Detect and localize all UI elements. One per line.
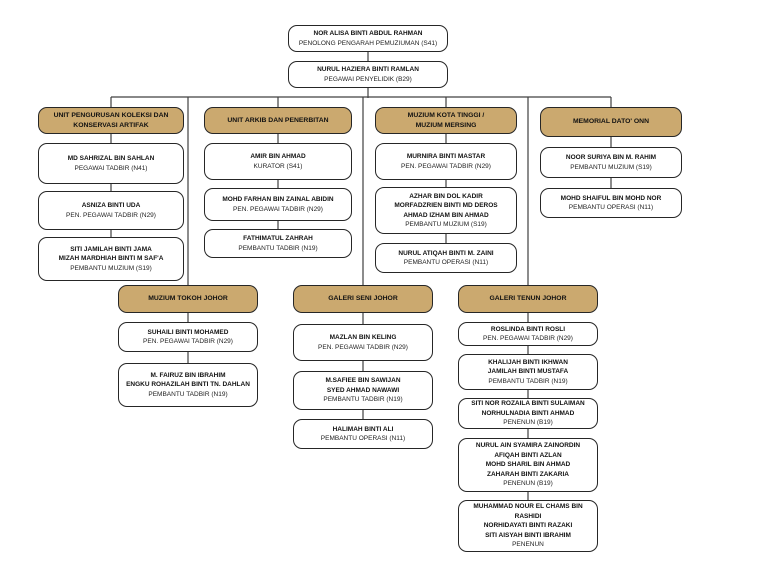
unit-title: UNIT ARKIB DAN PENERBITAN (227, 116, 329, 124)
staff-names: HALIMAH BINTI ALI (332, 425, 394, 433)
staff-role: PEMBANTU MUZIUM (S19) (70, 264, 152, 272)
staff-names: FATHIMATUL ZAHRAH (243, 235, 313, 242)
staff-box: M. FAIRUZ BIN IBRAHIM ENGKU ROHAZILAH BI… (118, 363, 258, 407)
staff-role: PENENUN (B19) (503, 419, 553, 427)
staff-box: NURUL AIN SYAMIRA ZAINORDIN AFIQAH BINTI… (458, 438, 598, 492)
staff-names: MOHD FARHAN BIN ZAINAL ABIDIN (222, 196, 334, 203)
unit-header-muzium-tokoh-johor: MUZIUM TOKOH JOHOR (118, 285, 258, 313)
staff-names: MUHAMMAD NOUR EL CHAMS BIN RASHIDI NORHI… (473, 503, 583, 539)
staff-role: PEMBANTU OPERASI (N11) (403, 259, 489, 266)
person-names: NURUL HAZIERA BINTI RAMLAN (317, 66, 419, 73)
unit-title: UNIT PENGURUSAN KOLEKSI DAN KONSERVASI A… (53, 112, 169, 129)
staff-names: ASNIZA BINTI UDA (81, 202, 141, 209)
staff-role: PEN. PEGAWAI TADBIR (N29) (233, 205, 323, 213)
staff-names: AZHAR BIN DOL KADIR MORFADZRIEN BINTI MD… (394, 192, 498, 219)
staff-box: NURUL ATIQAH BINTI M. ZAINI PEMBANTU OPE… (375, 243, 517, 273)
staff-box: ASNIZA BINTI UDA PEN. PEGAWAI TADBIR (N2… (38, 191, 184, 230)
unit-title: MUZIUM KOTA TINGGI / MUZIUM MERSING (407, 112, 485, 129)
unit-header-koleksi-konservasi: UNIT PENGURUSAN KOLEKSI DAN KONSERVASI A… (38, 107, 184, 134)
staff-box: ROSLINDA BINTI ROSLI PEN. PEGAWAI TADBIR… (458, 322, 598, 346)
staff-box: SUHAILI BINTI MOHAMED PEN. PEGAWAI TADBI… (118, 322, 258, 352)
staff-role: PEN. PEGAWAI TADBIR (N29) (401, 162, 491, 170)
staff-box: AMIR BIN AHMAD KURATOR (S41) (204, 143, 352, 180)
staff-box: AZHAR BIN DOL KADIR MORFADZRIEN BINTI MD… (375, 187, 517, 234)
person-role: PENOLONG PENGARAH PEMUZIUMAN (S41) (298, 39, 438, 47)
staff-role: PEMBANTU TADBIR (N19) (238, 244, 318, 252)
staff-role: PEMBANTU OPERASI (N11) (568, 204, 654, 211)
staff-box: SITI NOR ROZAILA BINTI SULAIMAN NORHULNA… (458, 398, 598, 429)
staff-names: SITI NOR ROZAILA BINTI SULAIMAN NORHULNA… (471, 400, 585, 417)
unit-header-galeri-seni-johor: GALERI SENI JOHOR (293, 285, 433, 313)
staff-names: SITI JAMILAH BINTI JAMA MIZAH MARDHIAH B… (58, 245, 164, 263)
unit-title: MUZIUM TOKOH JOHOR (148, 295, 228, 303)
unit-title: GALERI SENI JOHOR (328, 295, 398, 303)
staff-names: NURUL AIN SYAMIRA ZAINORDIN AFIQAH BINTI… (475, 442, 581, 478)
staff-role: KURATOR (S41) (253, 162, 303, 170)
staff-names: MURNIRA BINTI MASTAR (406, 153, 486, 160)
staff-role: PEN. PEGAWAI TADBIR (N29) (143, 338, 233, 345)
staff-role: PEMBANTU TADBIR (N19) (323, 396, 403, 404)
staff-box: MURNIRA BINTI MASTAR PEN. PEGAWAI TADBIR… (375, 143, 517, 180)
staff-names: SUHAILI BINTI MOHAMED (147, 328, 229, 336)
staff-box: KHALIJAH BINTI IKHWAN JAMILAH BINTI MUST… (458, 354, 598, 390)
staff-role: PEN. PEGAWAI TADBIR (N29) (66, 211, 156, 219)
staff-role: PEN. PEGAWAI TADBIR (N29) (318, 343, 408, 351)
staff-box: SITI JAMILAH BINTI JAMA MIZAH MARDHIAH B… (38, 237, 184, 281)
staff-box: NOOR SURIYA BIN M. RAHIM PEMBANTU MUZIUM… (540, 147, 682, 178)
staff-role: PEMBANTU OPERASI (N11) (320, 435, 406, 442)
staff-box: MD SAHRIZAL BIN SAHLAN PEGAWAI TADBIR (N… (38, 143, 184, 184)
staff-names: ROSLINDA BINTI ROSLI (490, 325, 566, 333)
staff-role: PEMBANTU MUZIUM (S19) (405, 221, 487, 228)
unit-title: GALERI TENUN JOHOR (489, 295, 567, 303)
staff-role: PENENUN (B19) (503, 480, 553, 488)
staff-box: MAZLAN BIN KELING PEN. PEGAWAI TADBIR (N… (293, 324, 433, 361)
person-names: NOR ALISA BINTI ABDUL RAHMAN (313, 30, 423, 37)
staff-box: FATHIMATUL ZAHRAH PEMBANTU TADBIR (N19) (204, 229, 352, 258)
staff-names: MAZLAN BIN KELING (329, 334, 397, 341)
unit-title: MEMORIAL DATO' ONN (572, 118, 649, 126)
unit-header-kota-tinggi-mersing: MUZIUM KOTA TINGGI / MUZIUM MERSING (375, 107, 517, 134)
unit-header-galeri-tenun-johor: GALERI TENUN JOHOR (458, 285, 598, 313)
staff-box: MOHD FARHAN BIN ZAINAL ABIDIN PEN. PEGAW… (204, 188, 352, 221)
staff-names: MOHD SHAIFUL BIN MOHD NOR (560, 194, 662, 202)
staff-box: M.SAFIEE BIN SAWIJAN SYED AHMAD NAWAWI P… (293, 371, 433, 410)
root-box: NOR ALISA BINTI ABDUL RAHMAN PENOLONG PE… (288, 25, 448, 52)
staff-names: M.SAFIEE BIN SAWIJAN SYED AHMAD NAWAWI (325, 377, 401, 394)
staff-box: MUHAMMAD NOUR EL CHAMS BIN RASHIDI NORHI… (458, 500, 598, 552)
staff-names: M. FAIRUZ BIN IBRAHIM ENGKU ROHAZILAH BI… (126, 371, 250, 389)
staff-names: NOOR SURIYA BIN M. RAHIM (565, 154, 657, 161)
person-role: PEGAWAI PENYELIDIK (B29) (324, 75, 412, 83)
staff-names: AMIR BIN AHMAD (250, 153, 306, 160)
unit-header-memorial-dato-onn: MEMORIAL DATO' ONN (540, 107, 682, 137)
staff-names: NURUL ATIQAH BINTI M. ZAINI (398, 249, 494, 257)
staff-box: HALIMAH BINTI ALI PEMBANTU OPERASI (N11) (293, 419, 433, 449)
staff-role: PEMBANTU TADBIR (N19) (148, 390, 228, 398)
staff-role: PEMBANTU MUZIUM (S19) (570, 163, 652, 171)
unit-header-arkib-penerbitan: UNIT ARKIB DAN PENERBITAN (204, 107, 352, 134)
staff-names: KHALIJAH BINTI IKHWAN JAMILAH BINTI MUST… (487, 358, 569, 376)
staff-box: MOHD SHAIFUL BIN MOHD NOR PEMBANTU OPERA… (540, 188, 682, 218)
staff-role: PEMBANTU TADBIR (N19) (488, 377, 568, 385)
staff-role: PENENUN (512, 541, 544, 549)
staff-role: PEGAWAI TADBIR (N41) (74, 164, 148, 172)
staff-role: PEN. PEGAWAI TADBIR (N29) (483, 335, 573, 342)
staff-names: MD SAHRIZAL BIN SAHLAN (67, 155, 155, 162)
deputy-box: NURUL HAZIERA BINTI RAMLAN PEGAWAI PENYE… (288, 61, 448, 88)
